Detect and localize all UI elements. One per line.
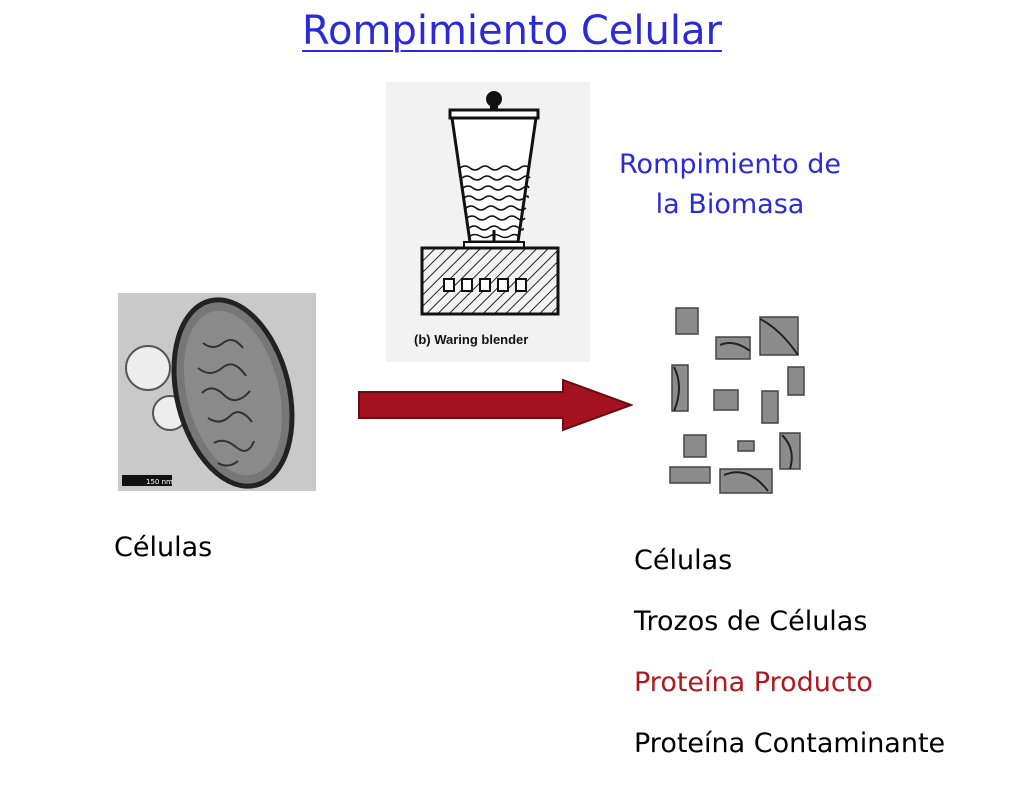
blender-knob-icon xyxy=(486,91,502,107)
slide-subtitle: Rompimiento de la Biomasa xyxy=(590,145,870,225)
cells-label: Células xyxy=(114,532,213,563)
scale-bar-label: 150 nm xyxy=(146,478,173,486)
cell-micrograph: 150 nm xyxy=(118,293,316,491)
subtitle-line-2: la Biomasa xyxy=(655,189,805,220)
result-item-product-protein: Proteína Producto xyxy=(634,667,873,698)
subtitle-line-1: Rompimiento de xyxy=(619,149,841,180)
blender-caption: (b) Waring blender xyxy=(414,332,528,347)
result-item-cell-fragments: Trozos de Células xyxy=(634,606,868,637)
blender-illustration: (b) Waring blender xyxy=(386,82,590,362)
scale-bar xyxy=(122,475,172,486)
result-item-contaminant-protein: Proteína Contaminante xyxy=(634,728,946,759)
result-item-cells: Células xyxy=(634,545,733,576)
arrow-right-icon xyxy=(358,378,633,432)
cell-fragments-illustration xyxy=(669,307,805,494)
result-list: Células Trozos de Células Proteína Produ… xyxy=(634,541,945,785)
slide-title: Rompimiento Celular xyxy=(302,8,722,54)
